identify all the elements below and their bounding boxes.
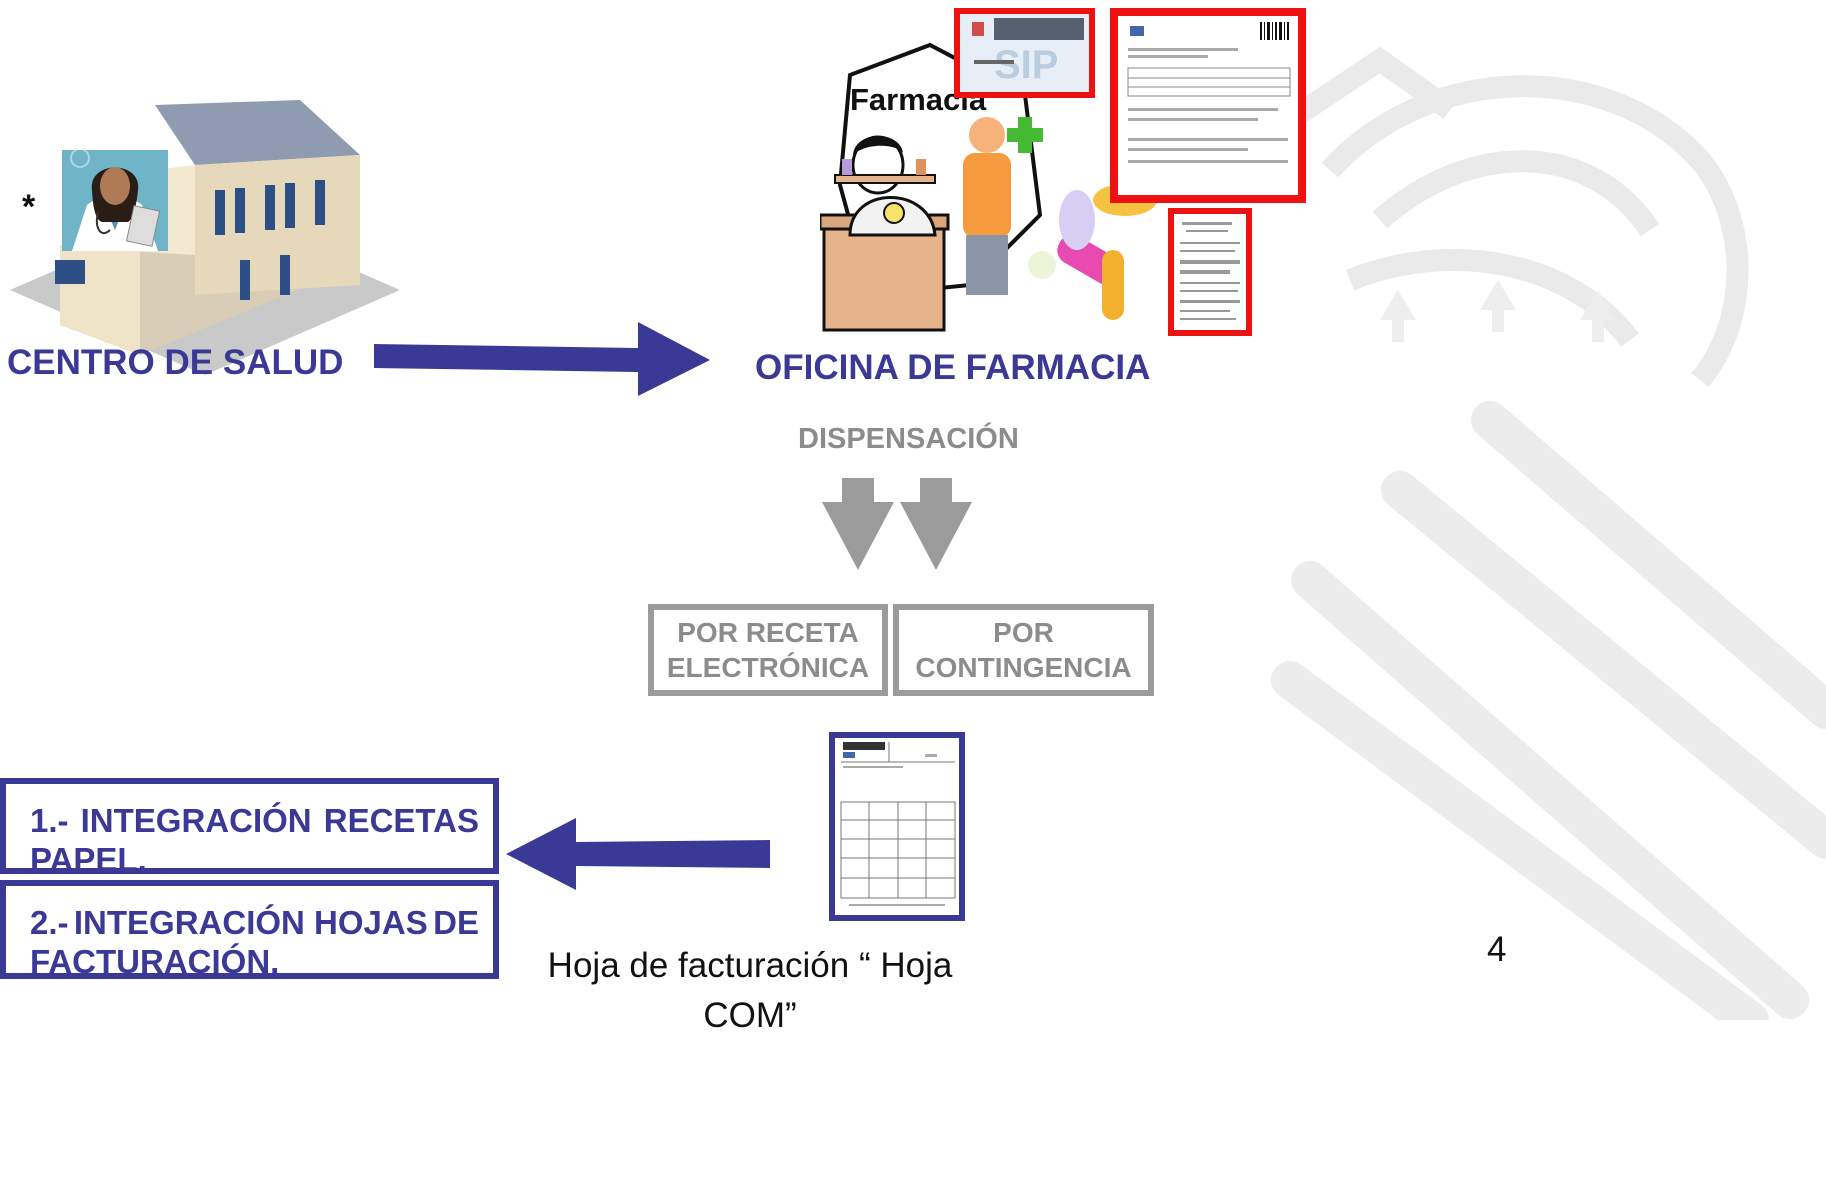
- doctor-icon: [62, 150, 168, 251]
- left-arrow-icon: [506, 818, 770, 890]
- dispensation-label: DISPENSACIÓN: [798, 423, 1019, 455]
- integration-2-words: INTEGRACIÓN HOJAS: [73, 904, 428, 941]
- option-contingency-line2: CONTINGENCIA: [915, 652, 1132, 683]
- integration-2-number: 2.-: [30, 904, 69, 941]
- option-contingency: POR CONTINGENCIA: [893, 604, 1154, 696]
- option-electronic-prescription: POR RECETA ELECTRÓNICA: [648, 604, 888, 696]
- down-arrows-icon: [822, 478, 972, 570]
- right-arrow-icon: [374, 322, 710, 396]
- svg-text:SIP: SIP: [994, 43, 1058, 87]
- integration-2-line2: FACTURACIÓN.: [30, 943, 280, 980]
- option-electronic-line1: POR RECETA: [677, 617, 859, 648]
- integration-1-line2: PAPEL.: [30, 841, 147, 878]
- electronic-prescription-document: [1110, 8, 1306, 203]
- page-number: 4: [1487, 930, 1507, 969]
- integration-1-number: 1.-: [30, 802, 69, 839]
- integration-paper-prescriptions: 1.- INTEGRACIÓN RECETAS PAPEL.: [0, 778, 499, 878]
- coat-of-arms-watermark: [1271, 46, 1826, 1020]
- billing-sheet-caption: Hoja de facturación “ Hoja COM”: [540, 941, 960, 1041]
- footnote-mark: *: [22, 188, 36, 226]
- option-electronic-line2: ELECTRÓNICA: [666, 652, 870, 683]
- dispensation-ticket-document: [1168, 208, 1252, 336]
- pharmacy-office-label: OFICINA DE FARMACIA: [755, 348, 1151, 387]
- pharmacy-scene-illustration: [820, 42, 1157, 332]
- integration-2-word: DE: [433, 904, 479, 941]
- billing-sheet-caption-line1: Hoja de facturación “ Hoja: [547, 946, 953, 985]
- billing-sheet-caption-line2: COM”: [703, 996, 797, 1035]
- option-contingency-line1: POR: [993, 617, 1054, 648]
- integration-1-word: RECETAS: [323, 802, 479, 839]
- integration-billing-sheets: 2.- INTEGRACIÓN HOJAS DE FACTURACIÓN.: [0, 880, 499, 980]
- health-center-label: CENTRO DE SALUD: [7, 343, 344, 382]
- sip-card-document: SIP: [954, 8, 1095, 98]
- integration-1-word: INTEGRACIÓN: [80, 802, 312, 839]
- billing-sheet-document: [829, 732, 965, 921]
